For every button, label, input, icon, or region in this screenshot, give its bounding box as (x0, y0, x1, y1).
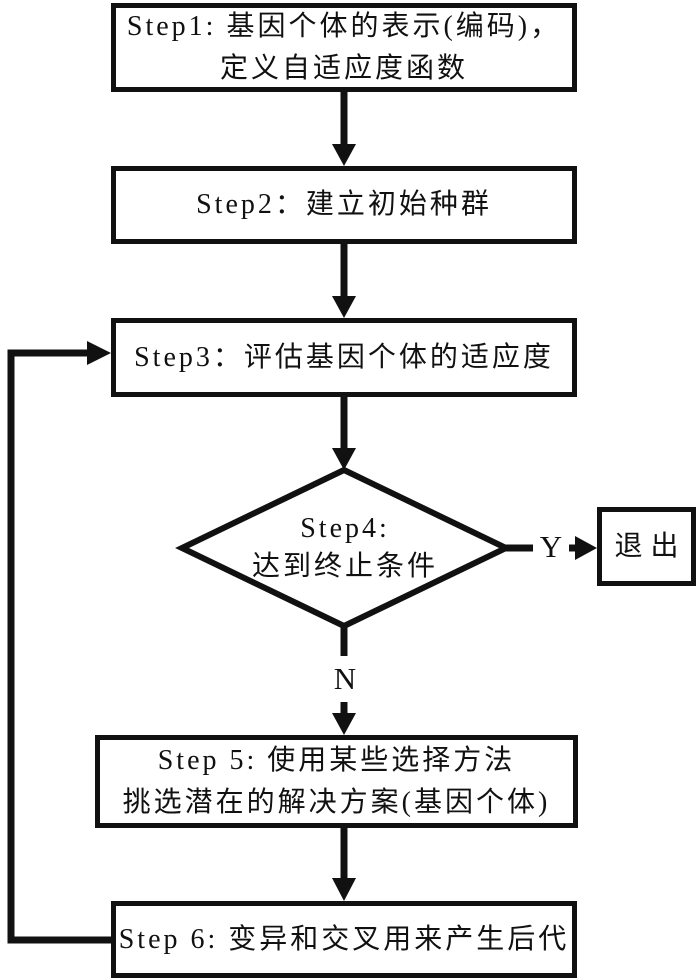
node-step5: Step 5: 使用某些选择方法 挑选潜在的解决方案(基因个体) (95, 735, 578, 828)
node-step4-decision: Step4: 达到终止条件 (185, 474, 505, 622)
node-step6: Step 6: 变异和交叉用来产生后代 (111, 901, 577, 978)
arrowhead-right-exit (575, 536, 597, 560)
node-step5-line1: Step 5: 使用某些选择方法 (157, 744, 516, 776)
arrowhead-right-loop (87, 341, 111, 365)
node-step1-line1: Step1: 基因个体的表示(编码)， (126, 10, 562, 42)
node-step1: Step1: 基因个体的表示(编码)， 定义自适应度函数 (111, 3, 577, 92)
edge-label-yes: Y (533, 526, 569, 568)
node-step3-label: Step3：评估基因个体的适应度 (134, 341, 554, 373)
node-step4-line2: 达到终止条件 (251, 551, 438, 582)
node-step6-label: Step 6: 变异和交叉用来产生后代 (118, 923, 570, 955)
node-exit-label: 退出 (614, 530, 687, 562)
node-step2: Step2：建立初始种群 (111, 166, 577, 244)
node-step4-line1: Step4: (300, 513, 390, 545)
yes-label-text: Y (539, 529, 563, 564)
node-exit: 退出 (597, 507, 696, 586)
node-step3: Step3：评估基因个体的适应度 (111, 318, 577, 397)
no-label-text: N (333, 661, 357, 696)
arrowhead-down-4 (332, 713, 356, 735)
node-step5-line2: 挑选潜在的解决方案(基因个体) (122, 786, 551, 818)
edge-label-no: N (325, 656, 365, 702)
loopback-line (7, 349, 113, 944)
arrowhead-down-2 (332, 296, 356, 318)
arrowhead-down-5 (332, 878, 356, 901)
node-step2-label: Step2：建立初始种群 (196, 189, 492, 220)
arrowhead-down-1 (332, 144, 356, 166)
arrowhead-down-3 (332, 448, 356, 470)
node-step1-line2: 定义自适应度函数 (219, 52, 468, 84)
